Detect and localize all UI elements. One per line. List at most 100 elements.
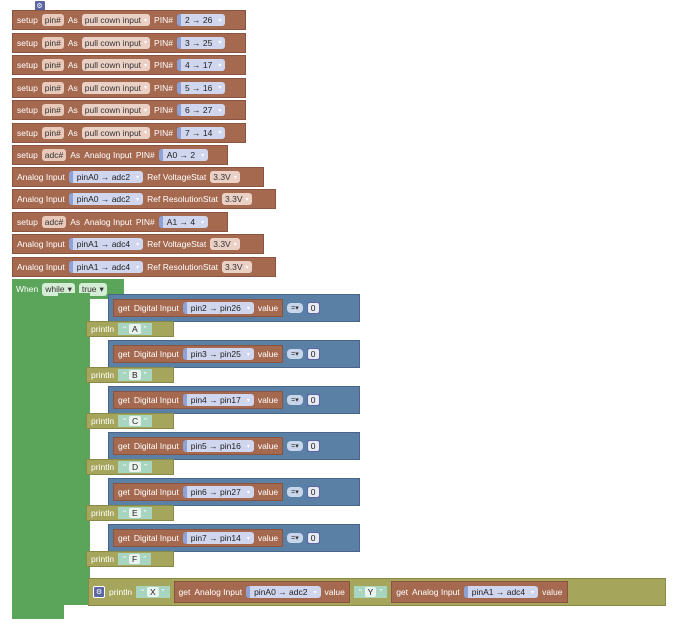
pin-dropdown[interactable]: 6 → 27▾	[176, 104, 226, 116]
digital-pin-dropdown[interactable]: pin6 → pin27▾	[182, 486, 254, 498]
operator-dropdown[interactable]: =▾	[287, 441, 303, 451]
mode-dropdown[interactable]: pull cown input▾	[81, 59, 151, 71]
pin-var-field[interactable]: pin#	[41, 14, 64, 26]
pin-dropdown[interactable]: 7 → 14▾	[176, 126, 226, 139]
number-block[interactable]: 0	[306, 486, 320, 498]
pin-dropdown[interactable]: A0 → 2▾	[158, 149, 209, 161]
operator-dropdown[interactable]: =▾	[287, 303, 303, 313]
number-block[interactable]: 0	[306, 532, 320, 544]
string-value[interactable]: F	[129, 554, 141, 564]
condition-dropdown[interactable]: true▾	[78, 282, 107, 296]
mode-dropdown[interactable]: pull cown input▾	[81, 104, 151, 116]
ref-value-dropdown[interactable]: 3.3V▾	[210, 238, 240, 250]
digital-pin-dropdown[interactable]: pin3 → pin25▾	[182, 348, 254, 360]
string-value[interactable]: X	[147, 587, 159, 597]
string-value[interactable]: E	[129, 508, 141, 518]
analog-pin-dropdown[interactable]: pinA0 → adc2▾	[246, 586, 321, 598]
analog-pin-dropdown[interactable]: pinA1 → adc4▾	[68, 261, 144, 273]
gear-icon[interactable]: ⚙	[93, 586, 105, 598]
number-block[interactable]: 0	[306, 440, 320, 452]
analog-pin-dropdown[interactable]: pinA0 → adc2▾	[68, 193, 144, 205]
pin-dropdown[interactable]: 3 → 25▾	[176, 36, 226, 49]
println-block[interactable]: println“A”	[86, 321, 174, 337]
number-value[interactable]: 0	[307, 349, 319, 359]
string-block[interactable]: “Y”	[353, 586, 388, 598]
operator-dropdown[interactable]: =▾	[287, 349, 303, 359]
number-block[interactable]: 0	[306, 302, 320, 314]
analog-pin-dropdown[interactable]: pinA1 → adc4▾	[463, 586, 539, 598]
number-block[interactable]: 0	[306, 348, 320, 360]
string-value[interactable]: Y	[364, 587, 377, 597]
println-block[interactable]: println“B”	[86, 367, 174, 383]
ref-value-dropdown[interactable]: 3.3V▾	[222, 193, 252, 205]
number-value[interactable]: 0	[307, 533, 319, 543]
string-value[interactable]: D	[129, 462, 142, 472]
pin-dropdown[interactable]: 5 → 16▾	[176, 81, 226, 94]
number-block[interactable]: 0	[306, 394, 320, 406]
pin-var-field[interactable]: pin#	[41, 81, 64, 94]
string-block[interactable]: “C”	[118, 415, 152, 427]
number-value[interactable]: 0	[307, 441, 319, 451]
pin-dropdown[interactable]: 2 → 26▾	[176, 14, 226, 26]
digital-pin-dropdown[interactable]: pin4 → pin17▾	[182, 394, 254, 406]
string-block[interactable]: “B”	[118, 369, 152, 381]
digital-pin-dropdown[interactable]: pin5 → pin16▾	[182, 440, 254, 452]
string-block[interactable]: “D”	[118, 461, 152, 473]
println-block[interactable]: println“E”	[86, 505, 174, 521]
string-value[interactable]: A	[129, 324, 141, 334]
pin-var-field[interactable]: pin#	[41, 104, 64, 116]
operator-dropdown[interactable]: =▾	[287, 487, 303, 497]
operator-dropdown[interactable]: =▾	[287, 533, 303, 543]
number-value[interactable]: 0	[307, 487, 319, 497]
digital-pin-dropdown[interactable]: pin7 → pin14▾	[182, 532, 254, 544]
if-block[interactable]	[58, 293, 90, 605]
mode-dropdown[interactable]: pull cown input▾	[81, 36, 151, 49]
mode-dropdown[interactable]: pull cown input▾	[81, 126, 151, 139]
loop-mode-dropdown[interactable]: while▾	[42, 282, 75, 296]
println-block[interactable]: println“D”	[86, 459, 174, 475]
pin-dropdown[interactable]: 4 → 17▾	[176, 59, 226, 71]
digital-pin-dropdown[interactable]: pin2 → pin26▾	[182, 302, 254, 314]
string-block[interactable]: “F”	[118, 553, 152, 565]
string-value[interactable]: B	[129, 370, 141, 380]
analog-pin-dropdown[interactable]: pinA1 → adc4▾	[68, 238, 144, 250]
number-value[interactable]: 0	[307, 303, 319, 313]
println-block[interactable]: println“C”	[86, 413, 174, 429]
pin-var-field[interactable]: pin#	[41, 36, 64, 49]
mode-dropdown[interactable]: pull cown input▾	[81, 81, 151, 94]
string-block[interactable]: “E”	[118, 507, 152, 519]
ref-value-dropdown[interactable]: 3.3V▾	[222, 261, 252, 273]
analog-pin-dropdown[interactable]: pinA0 → adc2▾	[68, 171, 144, 183]
number-value[interactable]: 0	[307, 395, 319, 405]
pin-var-field[interactable]: pin#	[41, 59, 64, 71]
mode-dropdown[interactable]: pull cown input▾	[81, 14, 151, 26]
pin-dropdown[interactable]: A1 → 4▾	[158, 216, 209, 228]
println-block[interactable]: println“F”	[86, 551, 174, 567]
